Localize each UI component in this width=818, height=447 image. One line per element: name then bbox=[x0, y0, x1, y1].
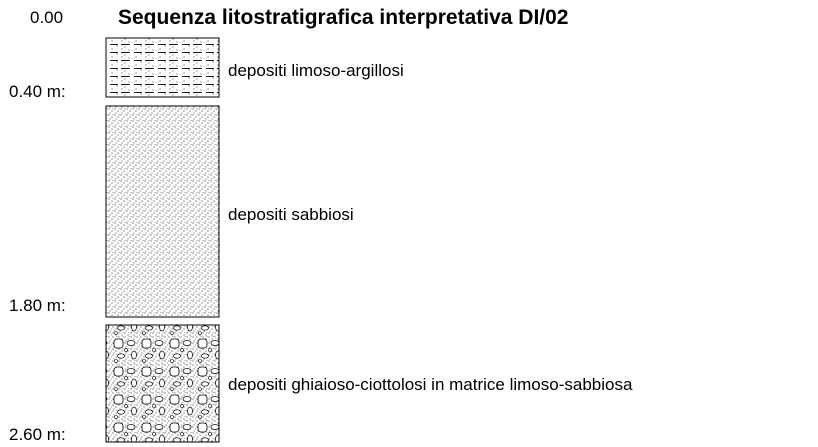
layer-sand bbox=[105, 105, 220, 318]
layer-label-silty-clay: depositi limoso-argillosi bbox=[228, 61, 404, 80]
depth-label-layer-2: 1.80 m: bbox=[9, 296, 66, 315]
layer-label-gravel-cobbles: depositi ghiaioso-ciottolosi in matrice … bbox=[228, 375, 633, 394]
layer-silty-clay bbox=[105, 37, 220, 98]
diagram-title: Sequenza litostratigrafica interpretativ… bbox=[118, 6, 569, 29]
layer-label-sand: depositi sabbiosi bbox=[228, 205, 354, 224]
depth-label-top: 0.00 bbox=[30, 8, 64, 27]
depth-label-layer-1: 0.40 m: bbox=[9, 82, 66, 101]
depth-label-layer-3: 2.60 m: bbox=[9, 425, 66, 444]
layer-gravel-cobbles bbox=[105, 324, 220, 443]
